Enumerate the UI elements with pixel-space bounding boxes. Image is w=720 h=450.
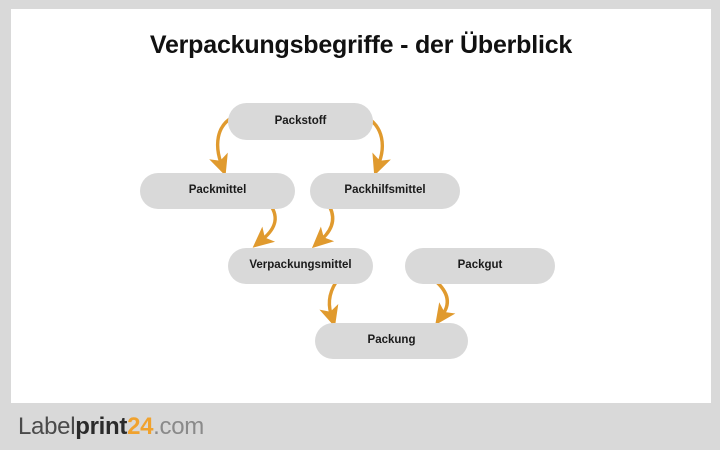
node-label: Packgut	[457, 259, 503, 272]
node-packmittel[interactable]: Packmittel	[140, 173, 295, 209]
node-verpackungsmittel[interactable]: Verpackungsmittel	[228, 248, 373, 284]
node-packgut[interactable]: Packgut	[405, 248, 555, 284]
logo-part-com: .com	[153, 413, 204, 440]
node-label: Packmittel	[188, 184, 247, 197]
footer-bar: Labelprint24.com	[0, 403, 720, 450]
node-label: Packung	[367, 334, 416, 347]
node-packhilfsmittel[interactable]: Packhilfsmittel	[310, 173, 460, 209]
node-packstoff[interactable]: Packstoff	[228, 103, 373, 140]
labelprint24-logo[interactable]: Labelprint24.com	[18, 413, 204, 441]
node-label: Verpackungsmittel	[249, 259, 352, 272]
logo-part-print: print	[75, 413, 128, 440]
node-label: Packhilfsmittel	[344, 184, 426, 197]
node-packung[interactable]: Packung	[315, 323, 468, 359]
logo-part-label: Label	[18, 413, 76, 440]
page-title: Verpackungsbegriffe - der Überblick	[149, 31, 573, 59]
node-label: Packstoff	[274, 114, 327, 127]
logo-part-24: 24	[127, 413, 154, 440]
